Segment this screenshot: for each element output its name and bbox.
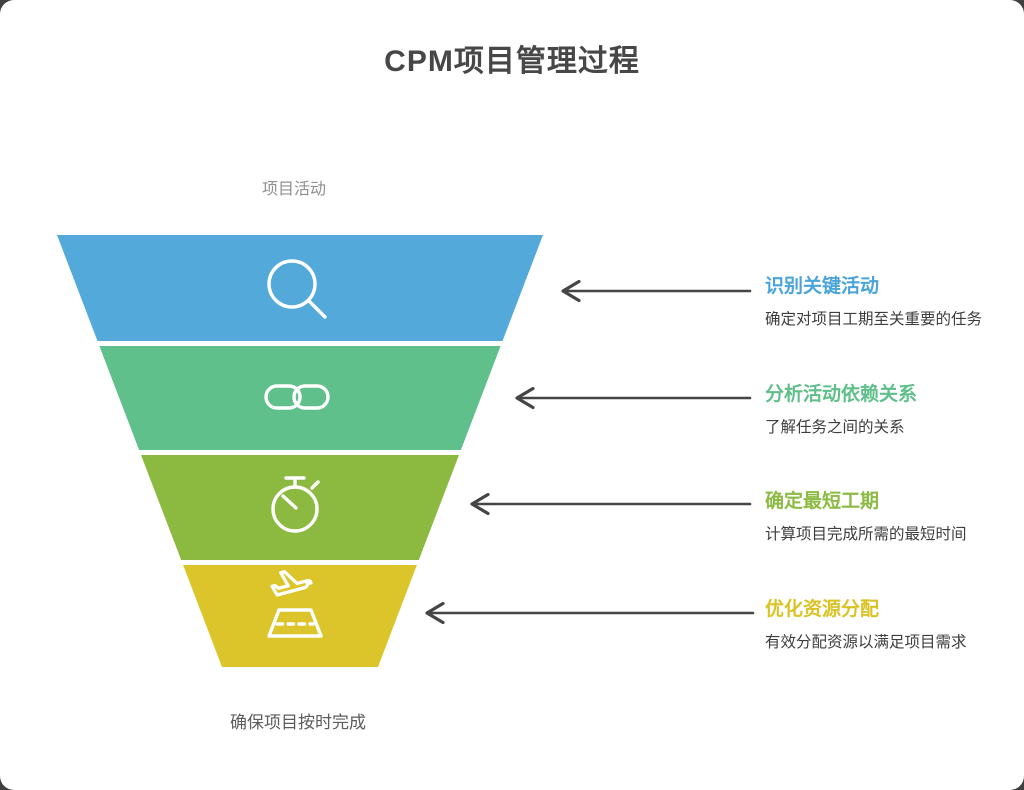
chain-link-icon — [264, 384, 330, 410]
step-description: 确定对项目工期至关重要的任务 — [765, 310, 983, 328]
step-description: 了解任务之间的关系 — [765, 418, 905, 436]
stopwatch-icon — [271, 476, 320, 533]
step-resources: 优化资源分配 有效分配资源以满足项目需求 — [765, 599, 1005, 652]
step-heading: 优化资源分配 — [765, 599, 880, 620]
funnel-stage-duration — [141, 455, 459, 560]
arrow-duration — [470, 492, 752, 516]
funnel-bottom-label: 确保项目按时完成 — [230, 713, 366, 732]
step-description: 有效分配资源以满足项目需求 — [765, 633, 967, 651]
funnel-stage-resources — [183, 565, 417, 667]
arrow-resources — [425, 601, 755, 625]
step-identify: 识别关键活动 确定对项目工期至关重要的任务 — [765, 276, 1005, 329]
step-dependencies: 分析活动依赖关系 了解任务之间的关系 — [765, 384, 1005, 437]
plane-takeoff-icon — [267, 570, 323, 638]
step-heading: 确定最短工期 — [765, 491, 880, 512]
magnifier-icon — [267, 259, 327, 319]
arrow-identify — [561, 279, 752, 303]
funnel-top-label: 项目活动 — [262, 181, 327, 198]
step-duration: 确定最短工期 计算项目完成所需的最短时间 — [765, 491, 1005, 544]
arrow-dependencies — [515, 386, 752, 410]
funnel-stage-identify — [57, 235, 543, 341]
step-description: 计算项目完成所需的最短时间 — [765, 525, 967, 543]
step-heading: 分析活动依赖关系 — [765, 384, 918, 405]
step-heading: 识别关键活动 — [765, 276, 880, 297]
page-title: CPM项目管理过程 — [384, 45, 640, 78]
